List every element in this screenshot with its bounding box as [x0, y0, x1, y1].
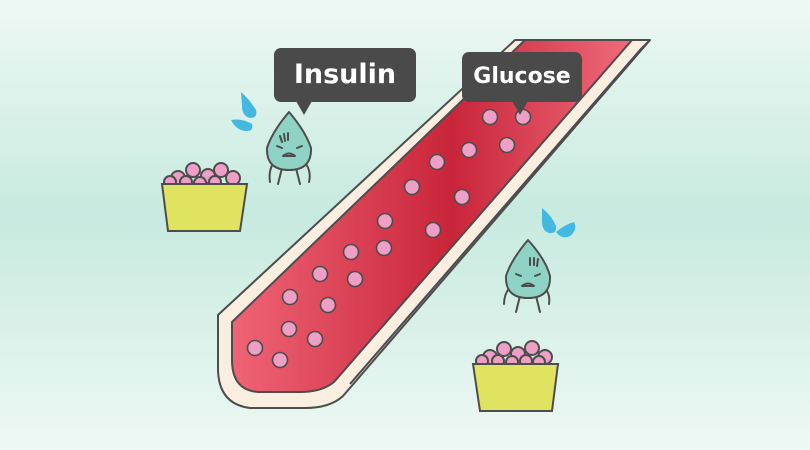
glucose-particle-icon — [319, 296, 337, 314]
glucose-particle-icon — [271, 351, 289, 369]
glucose-particle-icon — [281, 288, 299, 306]
insulin-character-icon — [503, 239, 552, 313]
glucose-basket-icon — [160, 162, 249, 232]
glucose-particle-icon — [481, 108, 499, 126]
glucose-particle-icon — [280, 320, 298, 338]
insulin-character-icon — [265, 111, 313, 185]
glucose-particle-icon — [342, 243, 360, 261]
glucose-particle-icon — [428, 153, 446, 171]
sweat-drops-icon — [231, 92, 257, 132]
glucose-particles — [246, 108, 532, 369]
glucose-particle-icon — [246, 339, 264, 357]
sweat-drops-icon — [542, 208, 576, 238]
glucose-particle-icon — [498, 136, 516, 154]
glucose-basket-icon — [471, 340, 560, 412]
glucose-particle-icon — [403, 178, 421, 196]
glucose-particle-icon — [376, 212, 394, 230]
vessel-inner-wall-line — [349, 39, 651, 385]
glucose-particle-icon — [311, 265, 329, 283]
glucose-particle-icon — [306, 330, 324, 348]
glucose-particle-icon — [460, 141, 478, 159]
glucose-particle-icon — [453, 188, 471, 206]
insulin-label: Insulin — [274, 48, 416, 115]
glucose-particle-icon — [375, 239, 393, 257]
glucose-particle-icon — [424, 221, 442, 239]
glucose-particle-icon — [346, 270, 364, 288]
glucose-label: Glucose — [462, 52, 582, 115]
